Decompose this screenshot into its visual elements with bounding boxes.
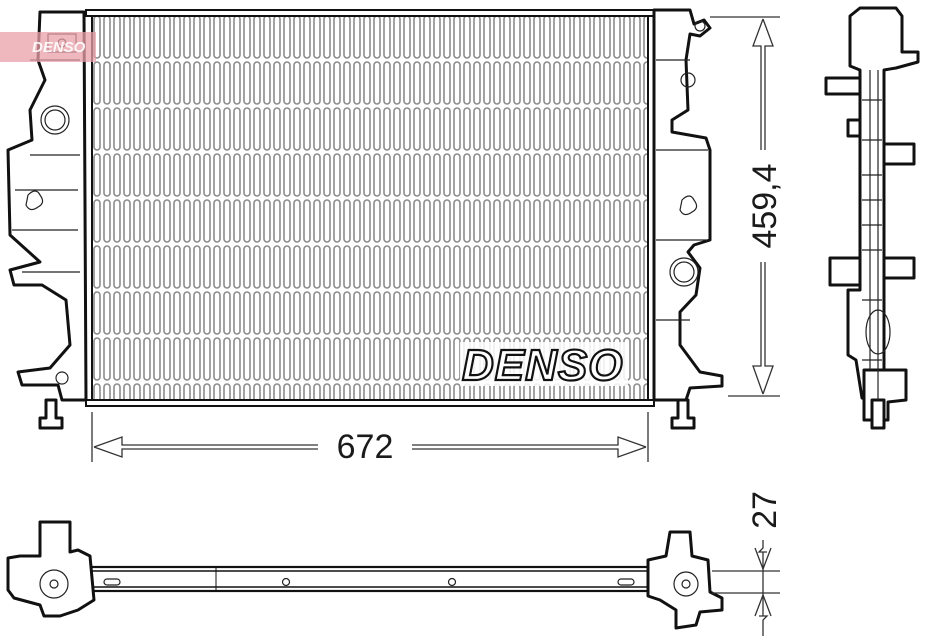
denso-logo: DENSO — [462, 341, 623, 390]
depth-dimension: 27 — [712, 491, 784, 636]
width-label: 672 — [337, 428, 394, 466]
watermark: DENSO — [0, 32, 96, 62]
width-dimension: 672 — [91, 412, 649, 466]
front-view: DENSO — [6, 8, 724, 430]
height-label: 459,4 — [746, 163, 784, 248]
side-view — [824, 6, 920, 430]
left-tank — [6, 10, 88, 402]
depth-label: 27 — [746, 491, 784, 529]
right-tank — [652, 8, 724, 402]
radiator-core — [91, 13, 649, 403]
svg-text:DENSO: DENSO — [32, 39, 86, 56]
top-view — [6, 520, 724, 630]
height-dimension: 459,4 — [710, 16, 784, 397]
